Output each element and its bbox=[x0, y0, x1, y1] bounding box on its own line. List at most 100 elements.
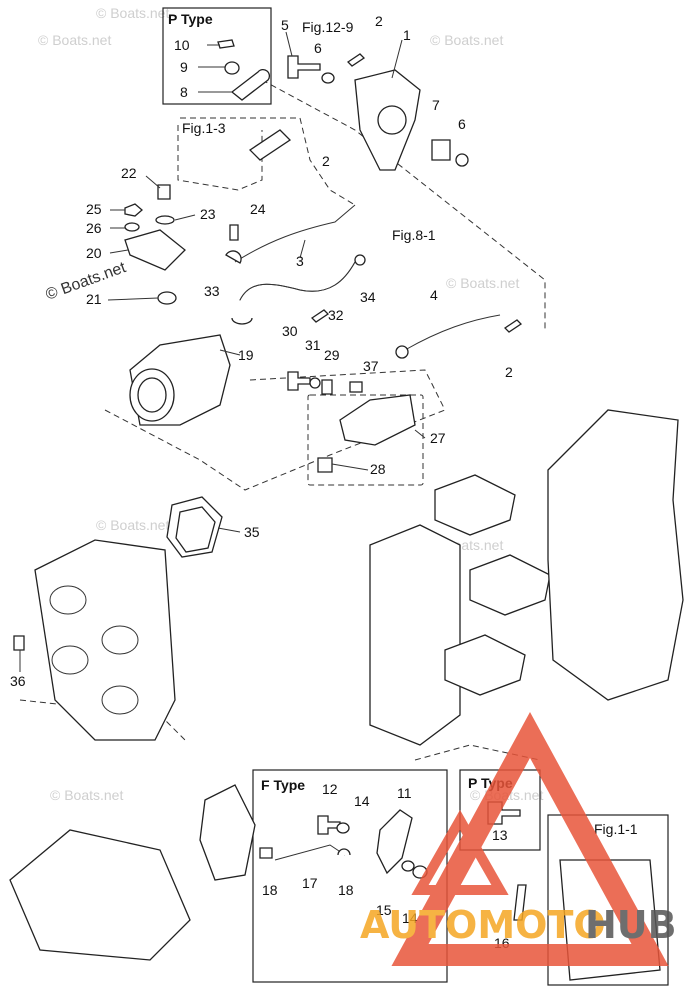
callout: 9 bbox=[180, 59, 188, 75]
part-bolt-22 bbox=[157, 184, 171, 200]
part-throttle-bore-inner bbox=[137, 377, 167, 413]
callout: 29 bbox=[324, 347, 340, 363]
watermark: © Boats.net bbox=[96, 517, 169, 533]
part-cap-18 bbox=[259, 847, 273, 859]
callout: 32 bbox=[328, 307, 344, 323]
callout: 31 bbox=[305, 337, 321, 353]
callout: 15 bbox=[376, 902, 392, 918]
part-clip-2b bbox=[503, 319, 523, 333]
f-type-title: F Type bbox=[261, 777, 305, 793]
callout: 3 bbox=[296, 253, 304, 269]
callout: 25 bbox=[86, 201, 102, 217]
watermark: © Boats.net bbox=[96, 5, 169, 21]
callout: 27 bbox=[430, 430, 446, 446]
callout: 34 bbox=[360, 289, 376, 305]
fig-1-1-box: Fig.1-1 bbox=[547, 814, 669, 986]
fig-ref-12-9: Fig.12-9 bbox=[302, 19, 354, 35]
callout: 12 bbox=[322, 781, 338, 797]
part-rod-end bbox=[225, 250, 242, 264]
part-rod-17 bbox=[274, 844, 346, 861]
fig-ref-1-1: Fig.1-1 bbox=[594, 821, 638, 837]
part-washer-14 bbox=[336, 822, 350, 834]
callout: 18 bbox=[262, 882, 278, 898]
part-reed-valve-2 bbox=[469, 554, 551, 616]
p-type-title: P Type bbox=[168, 11, 213, 27]
part-reed-valve-1 bbox=[434, 474, 516, 536]
part-rod4-end bbox=[395, 345, 409, 359]
part-nut-25 bbox=[124, 203, 143, 217]
part-washer-26 bbox=[124, 222, 140, 232]
part-clip-28 bbox=[317, 457, 333, 473]
part-lever-27 bbox=[339, 394, 416, 446]
callout: 8 bbox=[180, 84, 188, 100]
callout: 36 bbox=[10, 673, 26, 689]
callout: 21 bbox=[86, 291, 102, 307]
callout: 6 bbox=[458, 116, 466, 132]
part-reed-valve-3 bbox=[444, 634, 526, 696]
callout-labels: 10 9 8 5 2 1 6 7 6 22 2 25 23 24 26 20 3… bbox=[10, 13, 513, 951]
part-washer-9 bbox=[224, 61, 240, 75]
part-collar-15 bbox=[401, 860, 415, 872]
callout: 1 bbox=[403, 27, 411, 43]
part-clamp-33 bbox=[231, 317, 253, 325]
part-gasket-35-inner bbox=[175, 506, 216, 553]
logo-text-automoto: AUTOMOTO bbox=[360, 903, 606, 947]
part-linkage bbox=[248, 129, 292, 161]
part-clip-2 bbox=[346, 53, 366, 67]
part-washer-6b bbox=[455, 153, 469, 167]
part-intake-manifold bbox=[34, 539, 176, 741]
part-washer-6 bbox=[321, 72, 335, 84]
callout: 11 bbox=[397, 785, 412, 801]
p-type-top-box: P Type bbox=[162, 7, 272, 105]
callout: 10 bbox=[174, 37, 190, 53]
part-clip-10 bbox=[217, 39, 235, 49]
callout: 7 bbox=[432, 97, 440, 113]
logo-small-triangle-icon bbox=[411, 809, 509, 895]
part-bolt-36 bbox=[13, 635, 25, 651]
part-grommet-21 bbox=[157, 291, 177, 305]
part-lower-housing bbox=[9, 829, 191, 961]
part-plate-20 bbox=[124, 229, 186, 271]
part-bolt-12 bbox=[317, 815, 341, 835]
part-cap-18b bbox=[337, 848, 351, 856]
callout: 37 bbox=[363, 358, 379, 374]
callout: 17 bbox=[302, 875, 318, 891]
part-washer-31 bbox=[309, 377, 321, 389]
watermark: © Boats.net bbox=[38, 32, 111, 48]
automotohub-logo: AUTOMOTO HUB bbox=[360, 712, 677, 966]
part-bolt-5 bbox=[287, 55, 321, 79]
part-lever-11 bbox=[376, 809, 413, 875]
part-cylinder-block bbox=[547, 409, 684, 701]
callout: 19 bbox=[238, 347, 254, 363]
watermark: © Boats.net bbox=[430, 32, 503, 48]
part-rod-4 bbox=[404, 314, 501, 351]
part-link-16 bbox=[513, 884, 527, 921]
leader-lines bbox=[19, 31, 426, 672]
fig-ref-1-3: Fig.1-3 bbox=[182, 120, 226, 136]
callout: 35 bbox=[244, 524, 260, 540]
part-collar-29 bbox=[321, 379, 333, 395]
callout: 4 bbox=[430, 287, 438, 303]
callout: 30 bbox=[282, 323, 298, 339]
part-washer-23 bbox=[155, 215, 175, 225]
callout: 13 bbox=[492, 827, 508, 843]
fig-ref-8-1: Fig.8-1 bbox=[392, 227, 436, 243]
logo-text-hub: HUB bbox=[585, 903, 677, 947]
watermark: © Boats.net bbox=[50, 787, 123, 803]
callout: 20 bbox=[86, 245, 102, 261]
callout: 5 bbox=[281, 17, 289, 33]
callout: 26 bbox=[86, 220, 102, 236]
part-bolt-30 bbox=[287, 371, 311, 391]
callout: 23 bbox=[200, 206, 216, 222]
part-rod-3 bbox=[234, 204, 356, 263]
part-collar-7 bbox=[431, 139, 451, 161]
part-lever-bracket bbox=[199, 784, 256, 881]
callout: 33 bbox=[204, 283, 220, 299]
part-link-8 bbox=[230, 68, 271, 101]
part-tag-37 bbox=[349, 381, 363, 393]
watermark: © Boats.net bbox=[446, 275, 519, 291]
callout: 6 bbox=[314, 40, 322, 56]
callout: 22 bbox=[121, 165, 137, 181]
